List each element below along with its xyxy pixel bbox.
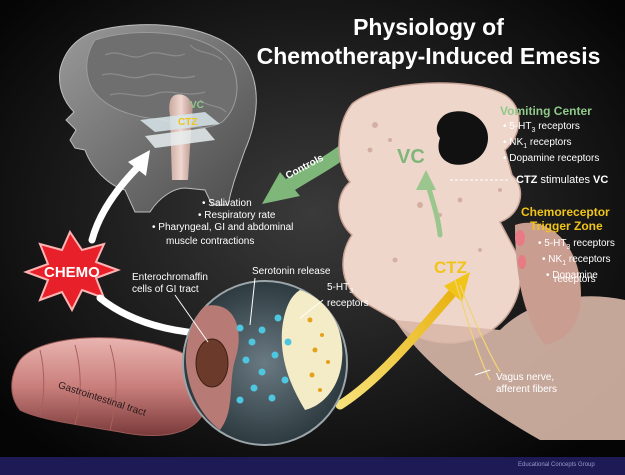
- serotonin-release-label: Serotonin release: [252, 266, 330, 277]
- title-line-1: Physiology of: [232, 14, 625, 41]
- ctz-stimulates-vc: CTZ stimulates VC: [516, 174, 608, 186]
- ctz-title-line-2: Trigger Zone: [530, 219, 603, 233]
- vc-receptor-item: Dopamine receptors: [503, 153, 599, 165]
- ctz-receptor-item: NK1 receptors: [542, 254, 615, 270]
- brain-ctz-label: CTZ: [178, 117, 197, 128]
- vagus-label: Vagus nerve,afferent fibers: [496, 372, 557, 396]
- title-line-2: Chemotherapy-Induced Emesis: [232, 43, 625, 70]
- effect-item-continued: muscle contractions: [166, 236, 254, 247]
- effect-item: Salivation: [202, 198, 293, 210]
- vc-badge: VC: [397, 146, 425, 169]
- vomiting-center-title: Vomiting Center: [500, 104, 592, 118]
- effect-item: Respiratory rate: [198, 210, 293, 222]
- ctz-badge: CTZ: [434, 258, 467, 278]
- vc-receptor-item: NK1 receptors: [503, 137, 599, 153]
- effects-list: Salivation Respiratory rate Pharyngeal, …: [152, 198, 293, 234]
- ctz-receptor-continued: receptors: [554, 274, 596, 285]
- effect-item: Pharyngeal, GI and abdominal: [152, 222, 293, 234]
- brain-vc-label: VC: [190, 100, 204, 111]
- vc-receptor-item: 5-HT3 receptors: [503, 121, 599, 137]
- ctz-receptor-item: 5-HT3 receptors: [538, 238, 615, 254]
- enterochromaffin-cell: [196, 339, 228, 387]
- credit-label: Educational Concepts Group: [518, 462, 595, 468]
- chemo-label: CHEMO: [44, 264, 100, 281]
- vc-receptor-list: 5-HT3 receptors NK1 receptors Dopamine r…: [503, 121, 599, 165]
- ctz-title-line-1: Chemoreceptor: [521, 205, 610, 219]
